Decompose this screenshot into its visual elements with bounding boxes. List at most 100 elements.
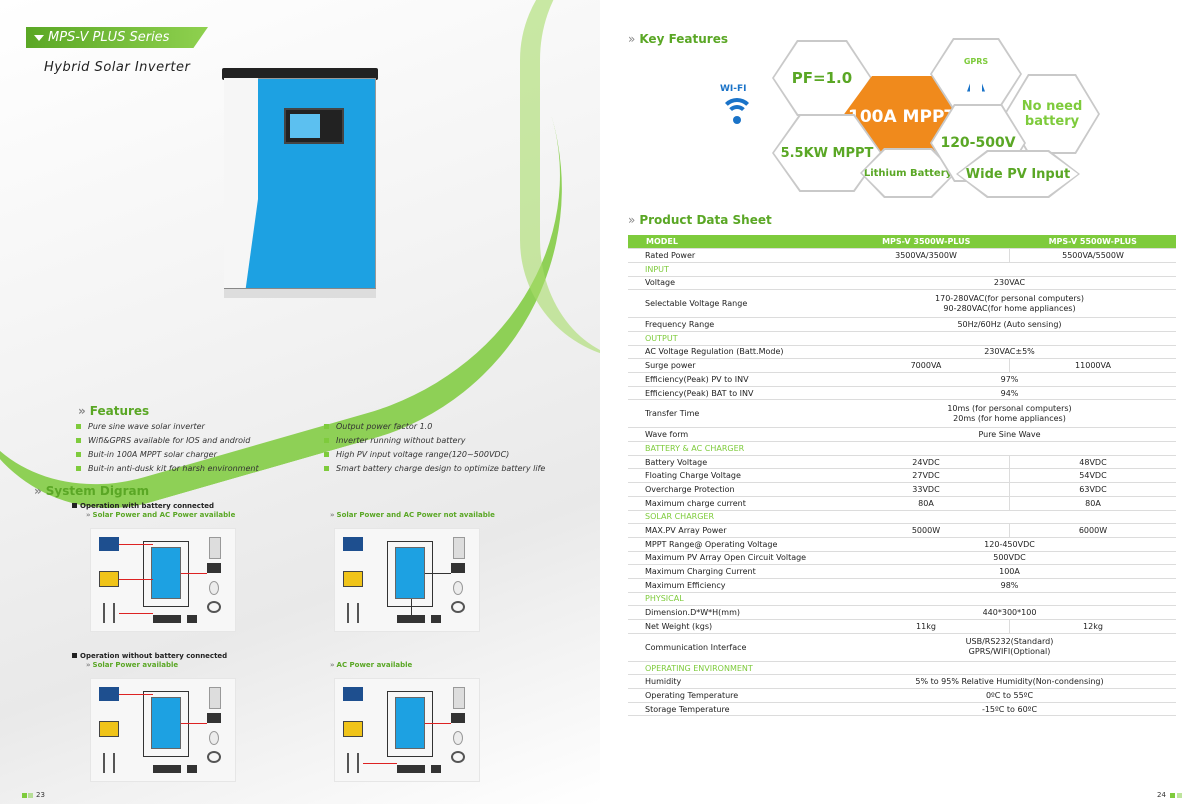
operation-with-battery-heading: Operation with battery connected	[72, 502, 214, 510]
battery-icon	[397, 765, 425, 773]
wifi-icon	[726, 105, 748, 127]
cell-shared: 100A	[843, 564, 1176, 579]
table-header-row: MODEL MPS-V 3500W-PLUS MPS-V 5500W-PLUS	[628, 235, 1176, 250]
wifi-label: WI-FI	[720, 84, 747, 94]
appliance-icon	[451, 751, 465, 763]
wire	[181, 573, 207, 574]
category-label: SOLAR CHARGER	[628, 510, 1176, 525]
cell-shared: 120-450VDC	[843, 537, 1176, 552]
cell-5500: 54VDC	[1009, 468, 1176, 484]
diagram-caption: »AC Power available	[330, 661, 412, 669]
generator-icon	[343, 721, 363, 737]
system-diagram-heading-text: System Digram	[45, 484, 150, 498]
cell-shared: 230VAC	[843, 276, 1176, 291]
cell-line: USB/RS232(Standard)	[965, 637, 1054, 647]
system-diagram-4	[334, 678, 480, 782]
cell-3500: 33VDC	[843, 482, 1010, 497]
page-marker	[1170, 793, 1175, 798]
category-row: PHYSICAL	[628, 592, 1176, 607]
inverter-bottom	[224, 288, 376, 298]
datasheet-heading: »Product Data Sheet	[628, 213, 772, 227]
wire	[363, 763, 397, 764]
diagram-caption: »Solar Power available	[86, 661, 178, 669]
cell-5500: 63VDC	[1009, 482, 1176, 497]
row-label: Storage Temperature	[628, 702, 843, 717]
table-row: AC Voltage Regulation (Batt.Mode)230VAC±…	[628, 345, 1176, 360]
row-label: Transfer Time	[628, 399, 843, 429]
row-label: Maximum PV Array Open Circuit Voltage	[628, 551, 843, 566]
row-label: Surge power	[628, 358, 843, 373]
table-row: Transfer Time 10ms (for personal computer…	[628, 399, 1176, 429]
key-features-graphic: WI-FI PF=1.0 100A MPPT GPRS No need batt…	[710, 38, 1100, 198]
inverter-image	[222, 68, 378, 298]
cell-3500: 27VDC	[843, 468, 1010, 484]
battery-icon	[431, 765, 441, 773]
page-marker	[28, 793, 33, 798]
cell-line: 170-280VAC(for personal computers)	[935, 293, 1084, 303]
row-label: Maximum Efficiency	[628, 578, 843, 593]
wire	[119, 544, 153, 545]
appliance-icon	[453, 687, 465, 709]
row-label: Floating Charge Voltage	[628, 468, 843, 484]
chevron-double-icon: »	[86, 511, 91, 519]
feature-item: Output power factor 1.0	[322, 420, 545, 434]
wire	[181, 723, 207, 724]
cell-5500: 48VDC	[1009, 455, 1176, 470]
appliance-icon	[207, 601, 221, 613]
category-row: INPUT	[628, 262, 1176, 277]
gprs-label: GPRS	[963, 56, 989, 66]
cell-3500: 11kg	[843, 619, 1010, 634]
datasheet-heading-text: Product Data Sheet	[639, 213, 772, 227]
cell-5500: 12kg	[1009, 619, 1176, 634]
cell-shared: USB/RS232(Standard)GPRS/WIFI(Optional)	[843, 633, 1176, 662]
cell-shared: 500VDC	[843, 551, 1176, 566]
battery-icon	[431, 615, 441, 623]
cell-3500: 5000W	[843, 523, 1010, 538]
inverter-icon	[395, 547, 425, 599]
antenna-tower-icon	[967, 67, 985, 92]
appliance-icon	[207, 713, 221, 723]
appliance-icon	[451, 713, 465, 723]
wifi-dot-icon	[733, 116, 741, 124]
appliance-icon	[453, 581, 463, 595]
cell-3500: 7000VA	[843, 358, 1010, 373]
feature-item: Wifi&GPRS available for IOS and android	[74, 434, 259, 448]
hex-wide-pv-text: Wide PV Input	[958, 152, 1078, 196]
square-bullet-icon	[72, 503, 77, 508]
category-row: SOLAR CHARGER	[628, 510, 1176, 525]
system-diagram-1	[90, 528, 236, 632]
wire	[425, 723, 451, 724]
operation-without-battery-heading: Operation without battery connected	[72, 652, 227, 660]
appliance-icon	[453, 537, 465, 559]
cell-3500: 3500VA/3500W	[843, 248, 1010, 263]
page-marker	[22, 793, 27, 798]
row-label: Efficiency(Peak) PV to INV	[628, 372, 843, 387]
cell-line: 90-280VAC(for home appliances)	[943, 303, 1076, 313]
table-header-cell: MODEL	[628, 235, 843, 250]
cell-line: 10ms (for personal computers)	[947, 403, 1072, 413]
features-list-left: Pure sine wave solar inverter Wifi&GPRS …	[74, 420, 259, 476]
system-diagram-2	[334, 528, 480, 632]
battery-icon	[153, 615, 181, 623]
category-label: BATTERY & AC CHARGER	[628, 441, 1176, 456]
appliance-icon	[207, 563, 221, 573]
category-row: BATTERY & AC CHARGER	[628, 441, 1176, 456]
cell-shared: -15ºC to 60ºC	[843, 702, 1176, 717]
inverter-icon	[395, 697, 425, 749]
chevron-double-icon: »	[330, 511, 335, 519]
row-label: Voltage	[628, 276, 843, 291]
table-row: Dimension.D*W*H(mm)440*300*100	[628, 605, 1176, 620]
cell-shared: 97%	[843, 372, 1176, 387]
diagram-caption-text: Solar Power and AC Power available	[92, 511, 236, 519]
solar-panel-icon	[99, 687, 119, 701]
row-label: Communication Interface	[628, 633, 843, 662]
features-heading: »Features	[78, 404, 149, 418]
